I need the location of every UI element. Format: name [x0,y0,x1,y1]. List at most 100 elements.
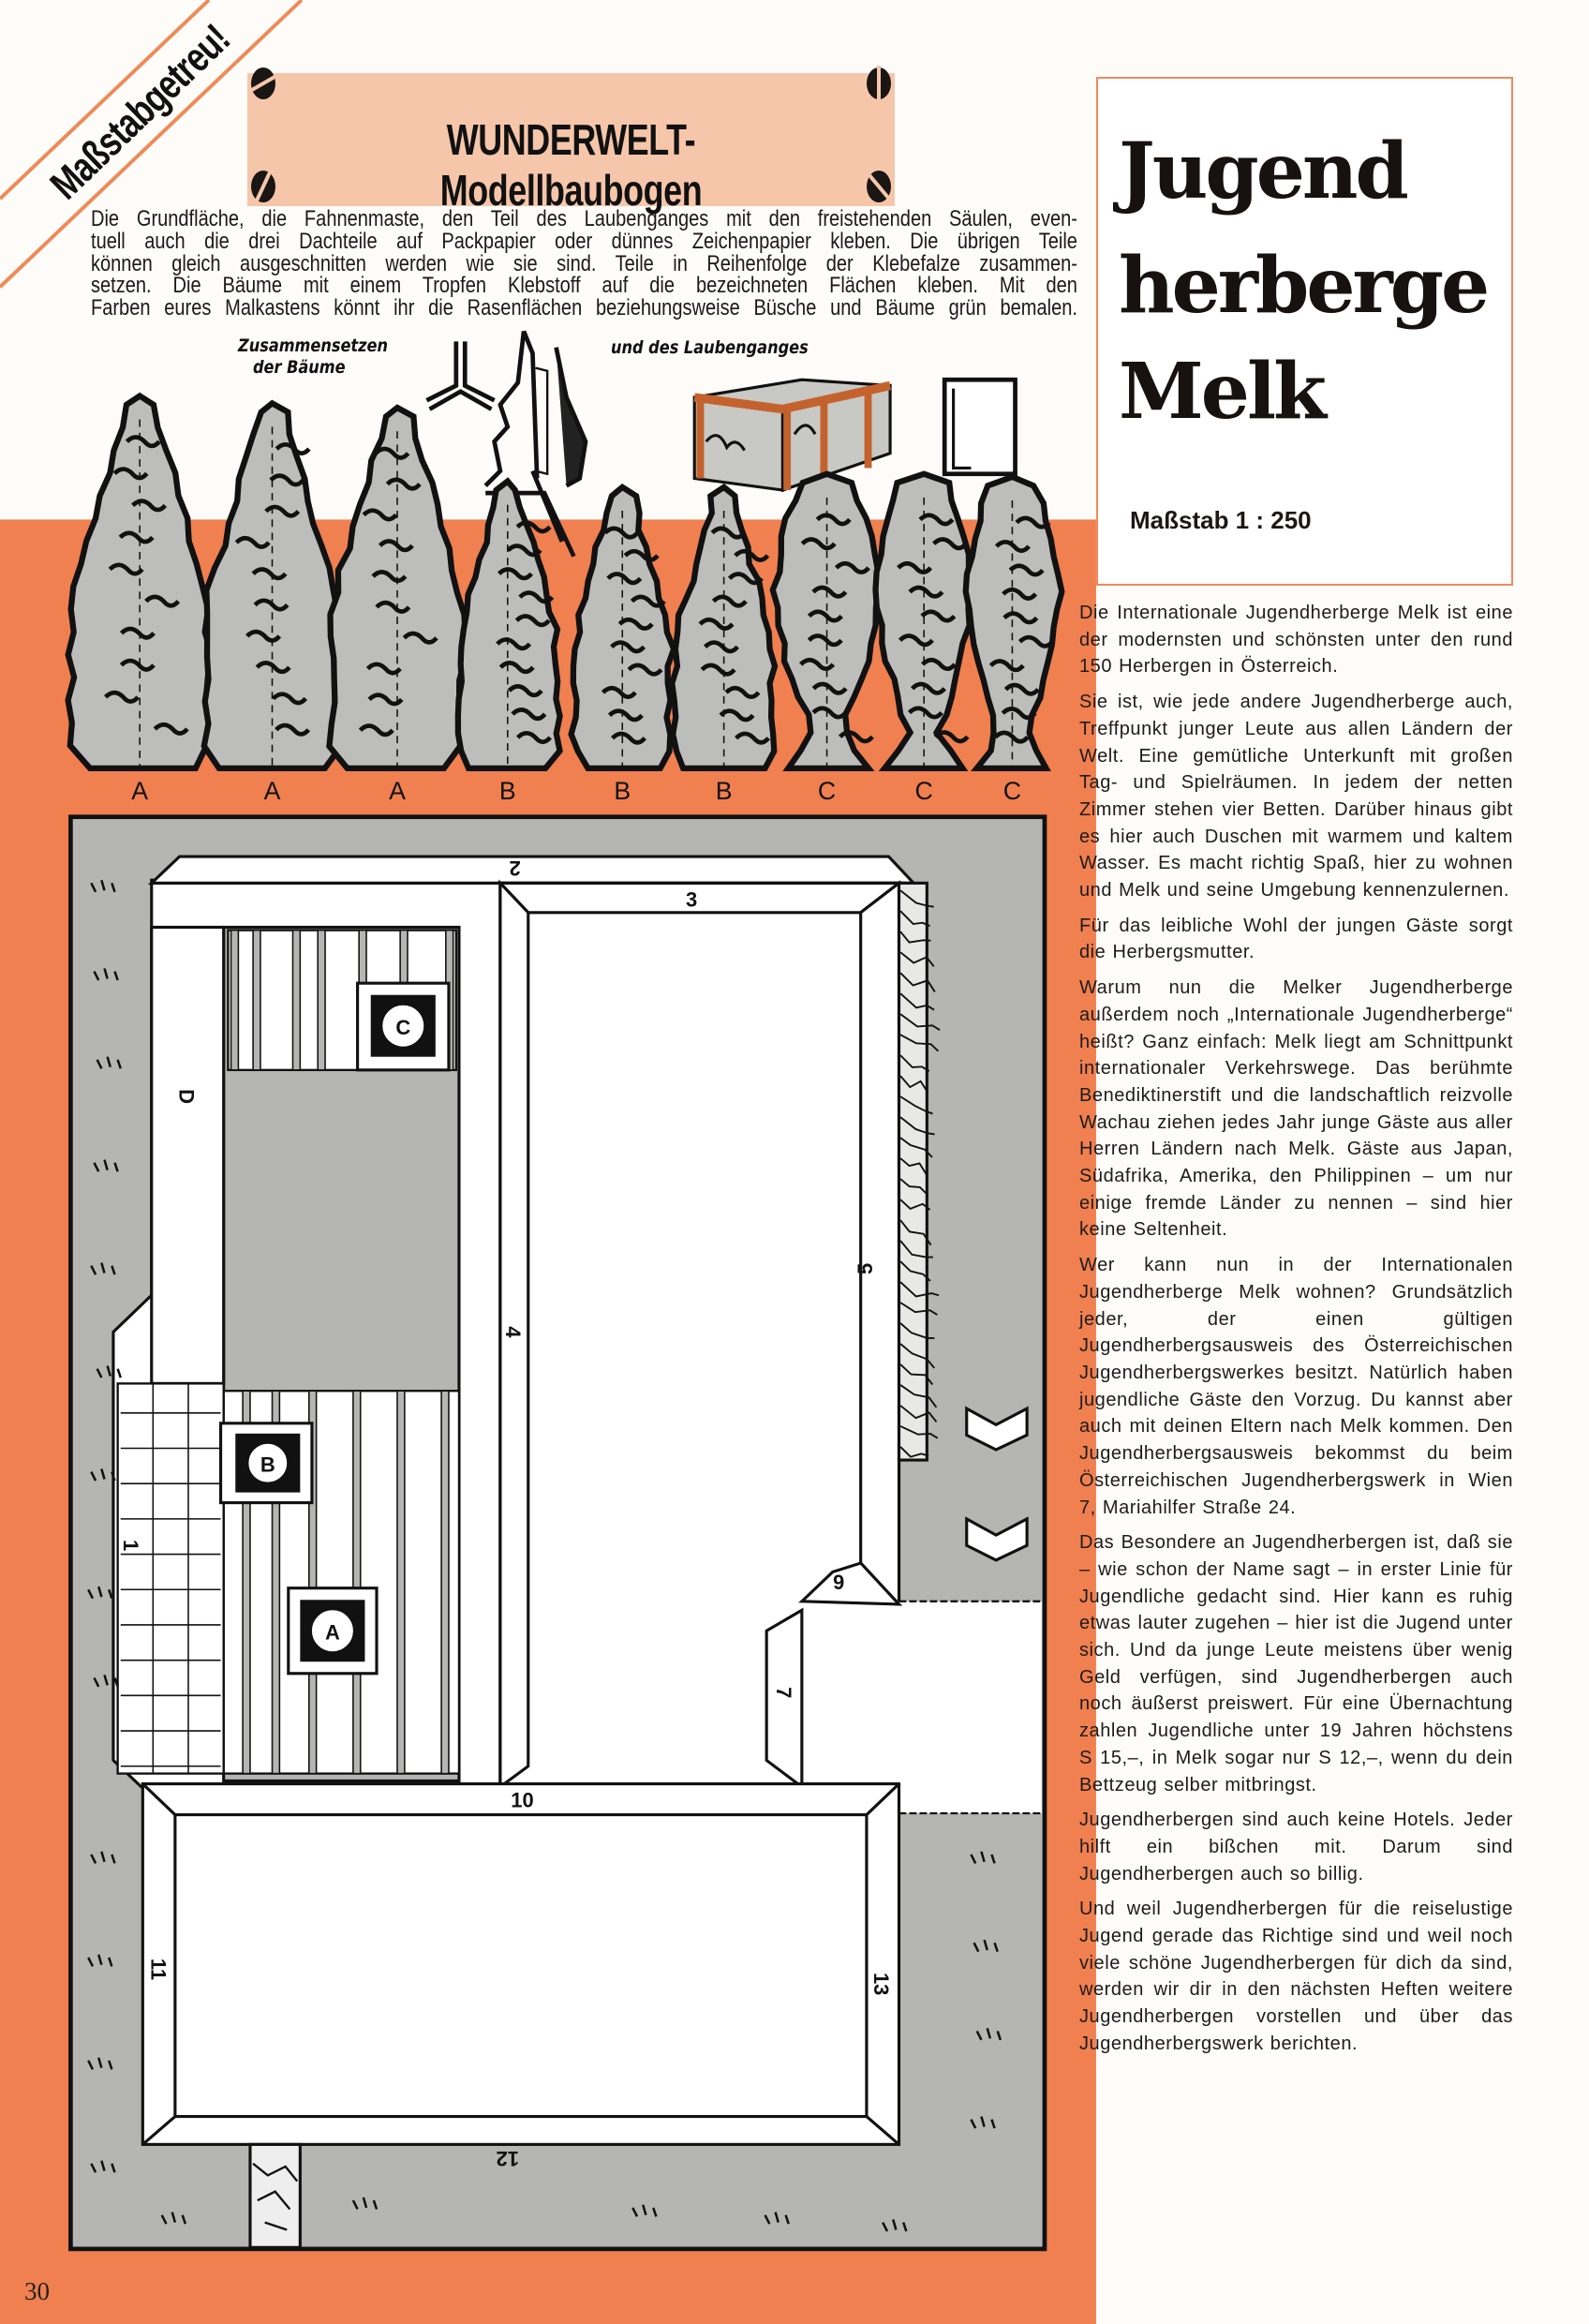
tree-label: A [389,777,406,805]
tree-foliage-mark [251,567,288,581]
tree-foliage-mark [933,730,970,744]
tree-cutout: A [65,392,215,805]
tree-shape [962,473,1065,772]
tree-foliage-mark [1003,682,1040,696]
tree-foliage-mark [271,692,308,706]
tree-foliage-mark [838,730,874,744]
plan-label-4: 4 [501,1326,525,1338]
plan-label-b: B [260,1453,275,1477]
tree-label: C [1003,777,1021,805]
tree-label: C [915,777,933,805]
parking-stripe [242,1390,251,1775]
tree-foliage-mark [119,658,156,672]
tree-foliage-mark [275,723,311,737]
tree-foliage-mark [993,730,1030,744]
tree-foliage-mark [700,663,736,677]
tree-foliage-mark [698,617,735,631]
tree-foliage-mark [125,435,161,449]
lower-building-inner [173,1812,869,2119]
tree-foliage-mark [988,659,1025,673]
tree-assembly-diagram [425,330,588,558]
plan-label-10: 10 [511,1789,533,1812]
tree-foliage-mark [907,706,943,720]
article-paragraph: Die Internationale Jugendherberge Melk i… [1079,603,1513,678]
tree-foliage-mark [144,594,181,608]
screw-icon [867,171,891,202]
scale-label: Maßstab 1 : 250 [1130,506,1312,534]
tree-foliage-mark [112,467,149,481]
tree-foliage-mark [255,661,291,675]
parking-stripe [307,1390,318,1775]
tree-foliage-mark [358,723,394,737]
tree-foliage-mark [603,526,640,540]
tree-foliage-mark [811,706,848,720]
tree-cutout: B [568,483,677,805]
grass-marks [87,879,1002,2232]
roof-part-3 [497,881,904,915]
trees-caption-line1: Zusammensetzen [238,335,388,356]
tree-foliage-mark [727,572,764,586]
tree-foliage-mark [1015,515,1051,529]
tree-foliage-mark [365,662,402,676]
parking-stripe [230,929,240,1071]
tree-cutout: B [669,483,779,805]
tree-foliage-mark [515,520,552,534]
screw-icon [251,171,275,202]
tree-foliage-mark [703,640,739,654]
tree-foliage-mark [275,441,311,456]
tree-foliage-mark [931,537,969,551]
hedge-stones [899,889,941,1458]
article-paragraph: Warum nun die Melker Jugendherberge auße… [1079,977,1513,1241]
tree-foliage-mark [104,690,141,704]
tree-foliage-mark [807,633,843,648]
arcade-caption: und des Laubenganges [611,337,809,358]
tree-foliage-mark [834,560,870,574]
tree-foliage-mark [735,731,771,745]
plan-label-13: 13 [869,1973,893,1995]
title-line-1: Jugend [1119,127,1409,216]
tree-cutout: C [962,473,1065,805]
roof-part-2 [147,855,917,885]
tree-foliage-mark [496,637,532,651]
tree-foliage-mark [234,535,271,549]
stone-path [248,2142,302,2249]
tree-foliage-mark [131,499,168,513]
wing-part-4 [498,879,530,1790]
sheet-title: WUNDERWELT-Modellbaubogen [439,115,703,215]
tree-label: B [499,777,516,805]
tree-foliage-mark [811,681,848,695]
article-paragraph: Sie ist, wie jede andere Jugendherberge … [1079,692,1513,901]
tree-foliage-mark [630,594,666,608]
parking-stripe [271,1390,281,1775]
tree-foliage-mark [610,640,646,654]
tree-label: C [818,777,836,805]
tree-foliage-mark [374,446,410,460]
tree-foliage-mark [497,567,534,581]
tree-foliage-mark [515,730,553,745]
tree-label: B [614,777,631,805]
tree-foliage-mark [920,609,957,623]
plan-label-1: 1 [119,1540,142,1551]
parking-stripe [317,929,326,1071]
tree-foliage-mark [269,473,305,487]
tree-foliage-mark [724,685,761,700]
page-number: 30 [24,2277,50,2305]
flag-panel-diagram [942,377,1017,477]
tree-foliage-mark [918,513,955,527]
tree-foliage-mark [375,600,411,614]
arcade-diagram [692,378,892,493]
tree-foliage-mark [627,663,663,677]
tree-foliage-mark [362,508,398,522]
plan-label-11: 11 [147,1959,171,1980]
tree-foliage-mark [606,572,643,586]
tree-foliage-mark [734,548,770,562]
tree-foliage-mark [1002,611,1039,625]
article-paragraph: Jugendherbergen sind auch keine Hotels. … [1079,1810,1513,1885]
screw-icon [867,67,891,99]
plan-label-2: 2 [510,857,521,880]
tree-foliage-mark [611,731,647,745]
article-paragraph: Und weil Jugendherbergen für die reiselu… [1079,1899,1513,2054]
tree-foliage-mark [898,633,934,648]
tree-foliage-mark [506,544,542,558]
